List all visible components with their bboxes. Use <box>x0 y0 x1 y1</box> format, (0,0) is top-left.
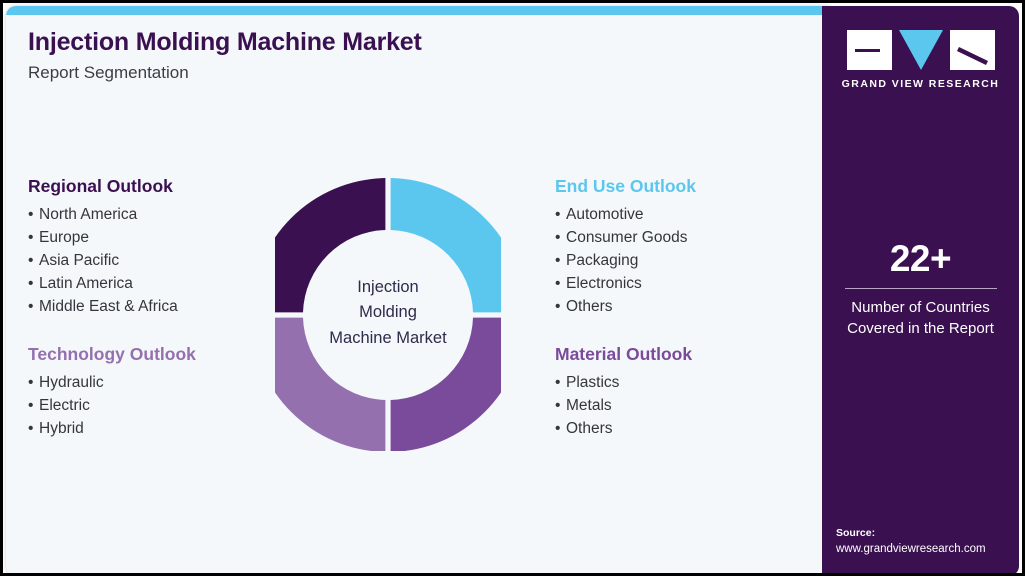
list-item-label: Europe <box>39 229 89 247</box>
list-item: • Others <box>555 295 696 318</box>
top-accent-bar <box>6 6 830 15</box>
gvr-logo-icon <box>846 30 995 70</box>
stat-block: 22+ Number of Countries Covered in the R… <box>832 238 1009 339</box>
list-item: • Plastics <box>555 371 692 394</box>
bullet-icon: • <box>555 420 561 438</box>
list-item-label: North America <box>39 206 138 223</box>
bullet-icon: • <box>555 397 561 415</box>
list-item: • Automotive <box>555 203 696 226</box>
list-item: • Others <box>555 417 692 440</box>
list-item-label: Hydraulic <box>39 374 104 391</box>
bullet-icon: • <box>555 206 561 223</box>
list-item: • Asia Pacific <box>28 249 178 272</box>
list-item-label: Others <box>566 298 613 316</box>
outlook-heading-material: Material Outlook <box>555 344 693 364</box>
source-url[interactable]: www.grandviewresearch.com <box>836 543 986 556</box>
page-title: Injection Molding Machine Market <box>28 28 422 56</box>
sidebar-panel: GRAND VIEW RESEARCH 22+ Number of Countr… <box>822 6 1019 573</box>
donut-chart: Injection Molding Machine Market <box>275 175 501 451</box>
header: Injection Molding Machine Market Report … <box>28 28 728 83</box>
outlook-block-material: Material Outlook • Plastics • Metals • Othe… <box>555 344 692 440</box>
outlook-list-technology: • Hydraulic • Electric • Hybrid <box>28 371 196 440</box>
list-item: • Latin America <box>28 272 178 295</box>
list-item-label: Latin America <box>39 275 133 293</box>
outlook-heading-regional: Regional Outlook <box>28 176 173 196</box>
bullet-icon: • <box>28 420 34 438</box>
donut-segment-material <box>390 317 501 451</box>
outlook-list-regional: • North America • Europe • Asia Pacific • La… <box>28 203 178 318</box>
list-item: • Hybrid <box>28 417 196 440</box>
list-item-label: Plastics <box>566 374 620 391</box>
logo: GRAND VIEW RESEARCH <box>822 30 1019 90</box>
list-item: • Consumer Goods <box>555 226 696 249</box>
bullet-icon: • <box>28 275 34 293</box>
bullet-icon: • <box>28 298 34 316</box>
list-item: • Packaging <box>555 249 696 272</box>
bullet-icon: • <box>28 206 34 223</box>
source-block: Source: www.grandviewresearch.com <box>836 526 1016 558</box>
list-item: • Metals <box>555 394 692 417</box>
outlook-block-technology: Technology Outlook • Hydraulic • Electric … <box>28 344 196 440</box>
outlook-block-end-use: End Use Outlook • Automotive • Consumer Go… <box>555 176 696 318</box>
bullet-icon: • <box>28 229 34 247</box>
list-item-label: Asia Pacific <box>39 252 120 270</box>
list-item: • Europe <box>28 226 178 249</box>
outlook-heading-technology: Technology Outlook <box>28 344 196 364</box>
donut-chart-svg <box>275 178 501 451</box>
donut-segment-regional <box>275 178 386 313</box>
logo-wordmark: GRAND VIEW RESEARCH <box>841 78 1000 90</box>
list-item: • Electronics <box>555 272 696 295</box>
source-label: Source: <box>836 526 876 539</box>
outlook-block-regional: Regional Outlook • North America • Europe … <box>28 176 178 318</box>
list-item-label: Packaging <box>566 252 639 270</box>
stat-caption-line-2: Covered in the Report <box>847 320 994 338</box>
bullet-icon: • <box>28 374 34 391</box>
list-item-label: Consumer Goods <box>566 229 688 247</box>
outlook-list-end-use: • Automotive • Consumer Goods • Packaging •… <box>555 203 696 318</box>
list-item-label: Middle East & Africa <box>39 298 178 316</box>
list-item-label: Electric <box>39 397 90 415</box>
page-subtitle: Report Segmentation <box>28 62 189 82</box>
bullet-icon: • <box>555 229 561 247</box>
outlook-heading-end-use: End Use Outlook <box>555 176 696 196</box>
outlook-list-material: • Plastics • Metals • Others <box>555 371 692 440</box>
stat-divider <box>844 287 997 289</box>
list-item-label: Hybrid <box>39 420 84 438</box>
list-item-label: Electronics <box>566 275 642 293</box>
list-item: • Hydraulic <box>28 371 196 394</box>
list-item-label: Automotive <box>566 206 644 223</box>
stat-caption-line-1: Number of Countries <box>851 298 990 316</box>
list-item: • Middle East & Africa <box>28 295 178 318</box>
bullet-icon: • <box>555 298 561 316</box>
list-item: • North America <box>28 203 178 226</box>
list-item: • Electric <box>28 394 196 417</box>
main-content-panel: Injection Molding Machine Market Report … <box>6 6 830 573</box>
bullet-icon: • <box>28 252 34 270</box>
bullet-icon: • <box>555 275 561 293</box>
stat-value: 22+ <box>889 238 952 279</box>
list-item-label: Others <box>566 420 613 438</box>
bullet-icon: • <box>28 397 34 415</box>
donut-segment-end-use <box>390 178 501 313</box>
bullet-icon: • <box>555 374 561 391</box>
list-item-label: Metals <box>566 397 612 415</box>
bullet-icon: • <box>555 252 561 270</box>
donut-segment-technology <box>275 317 386 451</box>
